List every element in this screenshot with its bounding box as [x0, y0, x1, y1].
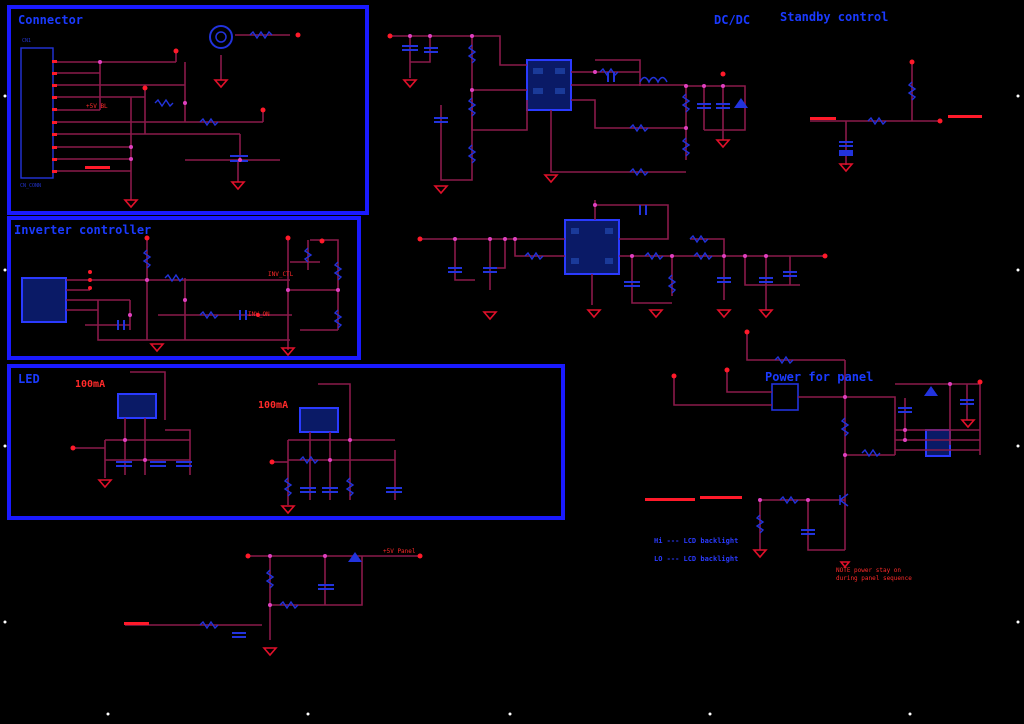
inverter-section-box: [7, 216, 361, 360]
led-circuit: [70, 371, 402, 515]
connector-title: Connector: [18, 13, 83, 27]
svg-text:INV_CTL: INV_CTL: [268, 271, 294, 278]
hi-backlight-note: Hi --- LCD backlight: [654, 537, 738, 545]
led-title: LED: [18, 372, 40, 386]
svg-text:CN_CONN: CN_CONN: [20, 183, 41, 189]
standby-circuit: [810, 59, 982, 173]
dcdc-title: DC/DC: [714, 13, 750, 27]
standby-title: Standby control: [780, 10, 888, 24]
lo-backlight-note: LO --- LCD backlight: [654, 555, 738, 563]
inverter-ic: [21, 277, 67, 323]
led1-current-label: 100mA: [75, 379, 105, 390]
dcdc-circuit: [387, 33, 748, 195]
panel-switch-ic: [771, 383, 799, 411]
svg-text:during panel sequence: during panel sequence: [836, 575, 912, 582]
connector-header: [20, 47, 54, 179]
panel-connector-ic: [925, 429, 951, 457]
svg-text:+5V Panel: +5V Panel: [383, 548, 416, 555]
panel-power-circuit: NOTE power stay on during panel sequence: [645, 329, 983, 582]
svg-text:CN1: CN1: [22, 38, 31, 44]
regulator-circuit: [417, 200, 828, 321]
svg-text:NOTE power stay on: NOTE power stay on: [836, 567, 901, 574]
bottom-left-circuit: +5V Panel: [124, 548, 423, 657]
dcdc-ic: [526, 59, 572, 111]
panel-power-title: Power for panel: [765, 370, 873, 384]
led-section-box: [7, 364, 565, 520]
led2-current-label: 100mA: [258, 400, 288, 411]
svg-text:INV_ON: INV_ON: [248, 311, 270, 318]
potentiometer-symbol: [209, 25, 233, 49]
connector-signal-tag: +5V BL: [86, 103, 108, 110]
connector-section-box: [7, 5, 369, 215]
inverter-circuit: INV_CTL INV_ON: [21, 235, 343, 357]
sheet-border-marks: [3, 94, 1020, 716]
inverter-title: Inverter controller: [14, 223, 151, 237]
